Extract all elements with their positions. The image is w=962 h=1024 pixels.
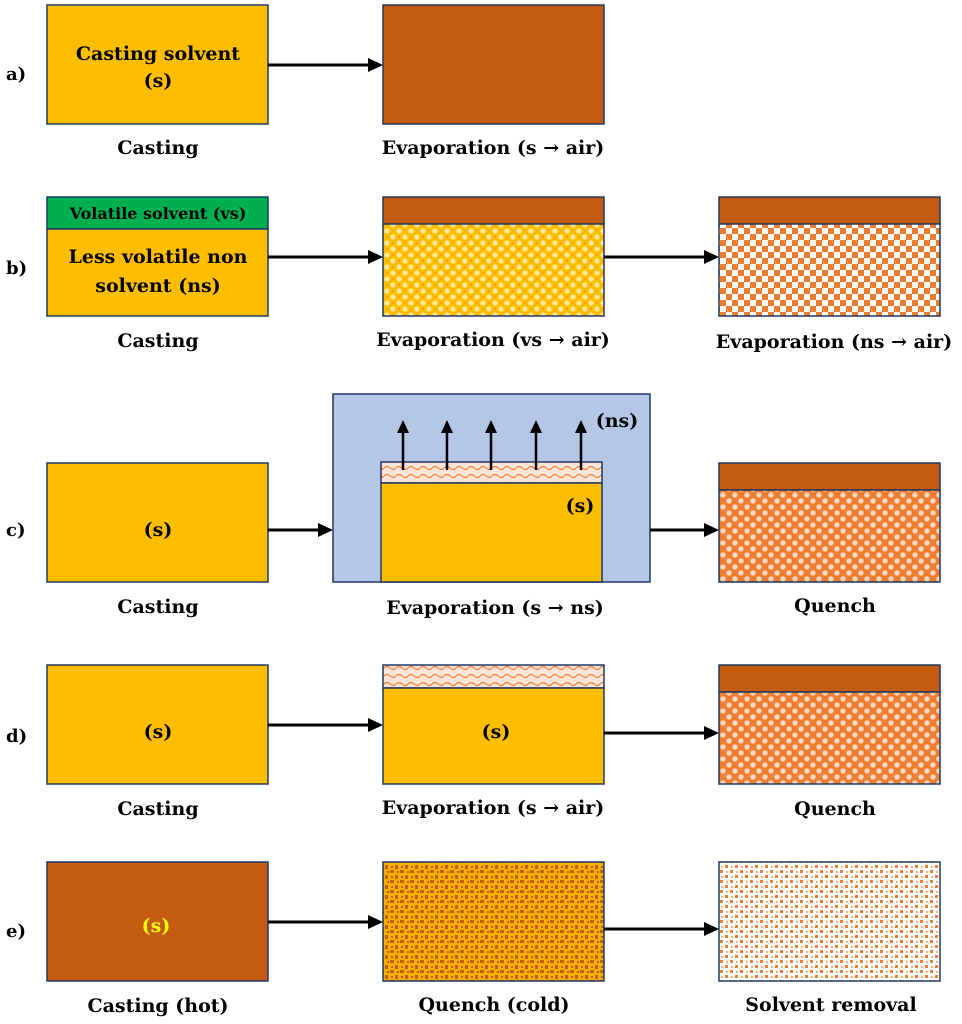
row-e-caption-3: Solvent removal bbox=[745, 994, 916, 1016]
row-b-porous-film bbox=[718, 223, 941, 317]
row-e: e) (s) Casting (hot) Quench (cold) Solve… bbox=[6, 861, 941, 1017]
row-label-e: e) bbox=[6, 921, 26, 942]
row-c-arrowhead-2 bbox=[704, 523, 719, 537]
row-c-vapor-arrows bbox=[397, 420, 587, 470]
row-c-casting-box bbox=[46, 462, 269, 583]
row-a-caption-2: Evaporation (s → air) bbox=[382, 137, 605, 159]
row-d: d) (s) (s) Casting Evaporation (s → air)… bbox=[6, 664, 941, 820]
row-e-arrowhead-2 bbox=[704, 922, 719, 936]
row-b-casting-box bbox=[46, 228, 269, 317]
vapor-arrowhead bbox=[397, 420, 409, 433]
row-d-box-label: (s) bbox=[144, 721, 173, 743]
row-c-film-box bbox=[380, 482, 603, 583]
row-d-arrowhead-1 bbox=[368, 718, 383, 732]
row-c-caption-2: Evaporation (s → ns) bbox=[386, 597, 604, 619]
row-b-caption-1: Casting bbox=[117, 330, 198, 352]
row-label-b: b) bbox=[6, 258, 27, 279]
row-d-film-label: (s) bbox=[482, 721, 511, 743]
row-a-film-box bbox=[382, 4, 605, 125]
row-c-box-label: (s) bbox=[144, 519, 173, 541]
vapor-arrowhead bbox=[485, 420, 497, 433]
row-e-quench-film bbox=[382, 861, 605, 982]
row-d-casting-box bbox=[46, 664, 269, 785]
row-a-casting-box bbox=[46, 4, 269, 125]
row-c-skin-layer-3 bbox=[718, 462, 941, 491]
row-b-box-line1: Less volatile non bbox=[69, 246, 248, 268]
row-b: b) Volatile solvent (vs) Less volatile n… bbox=[6, 196, 952, 353]
row-a-box-line2: (s) bbox=[144, 70, 173, 92]
row-c-vapor-label: (ns) bbox=[596, 410, 639, 432]
row-b-volatile-layer bbox=[46, 196, 269, 230]
row-e-hot-casting-box bbox=[46, 861, 269, 982]
row-d-wavy-layer bbox=[382, 664, 605, 689]
row-d-skin-layer-3 bbox=[718, 664, 941, 693]
row-b-arrowhead-1 bbox=[368, 250, 383, 264]
row-b-arrowhead-2 bbox=[704, 250, 719, 264]
row-b-caption-3: Evaporation (ns → air) bbox=[716, 331, 952, 353]
row-d-film-box bbox=[382, 687, 605, 785]
row-b-volatile-label: Volatile solvent (vs) bbox=[69, 204, 247, 223]
vapor-arrowhead bbox=[575, 420, 587, 433]
row-label-a: a) bbox=[6, 64, 26, 85]
row-b-caption-2: Evaporation (vs → air) bbox=[376, 329, 610, 351]
row-a-arrowhead-1 bbox=[368, 58, 383, 72]
row-d-arrowhead-2 bbox=[704, 726, 719, 740]
row-c-arrowhead-1 bbox=[318, 523, 333, 537]
vapor-arrowhead bbox=[441, 420, 453, 433]
row-c-caption-3: Quench bbox=[794, 595, 876, 617]
row-b-skin-layer-2 bbox=[382, 196, 605, 225]
row-b-dotted-film bbox=[382, 223, 605, 317]
row-b-skin-layer-3 bbox=[718, 196, 941, 225]
row-e-caption-1: Casting (hot) bbox=[87, 995, 228, 1017]
row-c-caption-1: Casting bbox=[117, 596, 198, 618]
row-a: a) Casting solvent (s) Casting Evaporati… bbox=[6, 4, 605, 159]
row-label-d: d) bbox=[6, 726, 27, 747]
vapor-arrowhead bbox=[530, 420, 542, 433]
row-c: c) (s) (ns) (s) Casting Evaporation (s →… bbox=[6, 393, 941, 619]
row-a-caption-1: Casting bbox=[117, 137, 198, 159]
row-e-porous-film bbox=[718, 861, 941, 982]
row-c-sponge-film bbox=[718, 489, 941, 583]
row-a-box-line1: Casting solvent bbox=[76, 43, 240, 65]
row-d-sponge-film bbox=[718, 691, 941, 785]
row-d-caption-3: Quench bbox=[794, 798, 876, 820]
row-e-arrowhead-1 bbox=[368, 915, 383, 929]
row-e-caption-2: Quench (cold) bbox=[419, 994, 570, 1016]
row-label-c: c) bbox=[6, 520, 25, 541]
row-c-film-label: (s) bbox=[566, 495, 595, 517]
row-e-box-label: (s) bbox=[142, 915, 171, 937]
row-b-box-line2: solvent (ns) bbox=[95, 275, 220, 297]
row-d-caption-1: Casting bbox=[117, 798, 198, 820]
row-d-caption-2: Evaporation (s → air) bbox=[382, 797, 605, 819]
